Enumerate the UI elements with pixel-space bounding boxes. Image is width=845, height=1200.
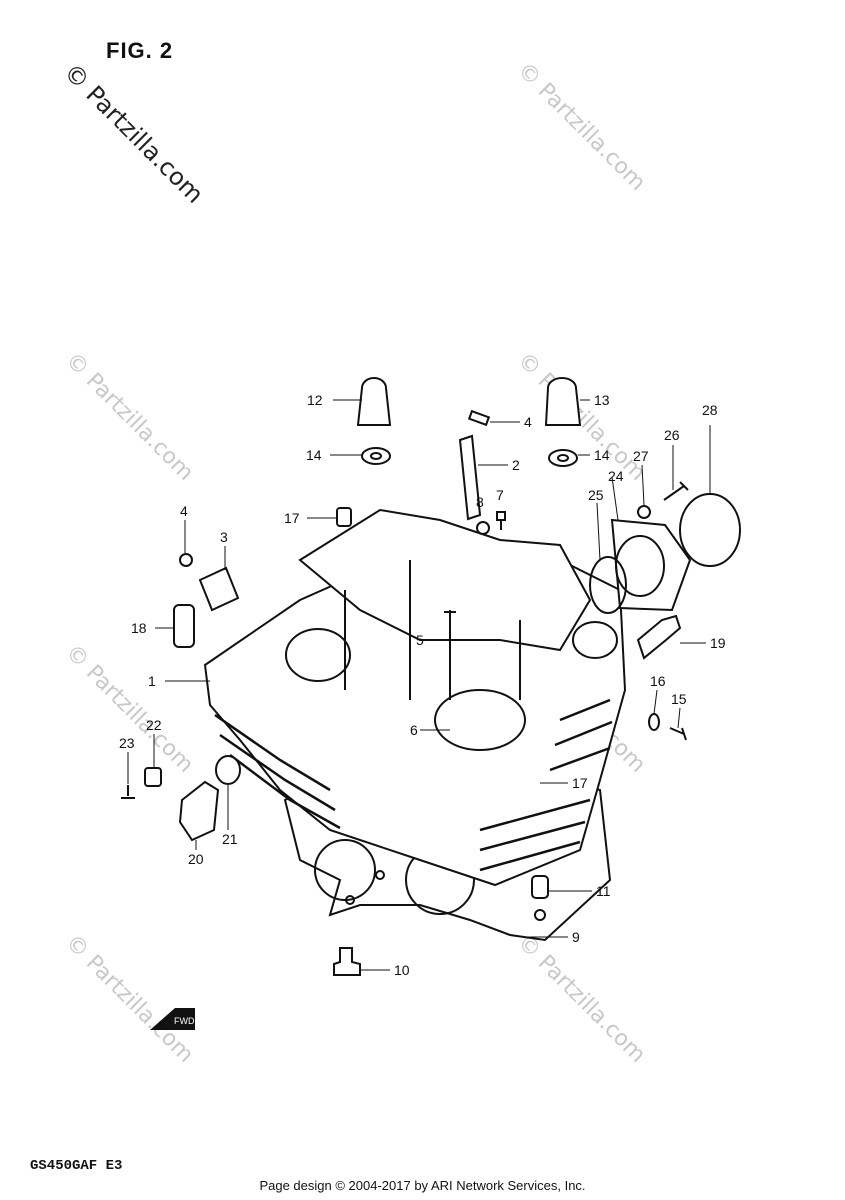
callout-16: 16 [650, 673, 666, 689]
figure-label: FIG. 2 [106, 38, 174, 63]
cooling-fin [479, 798, 591, 832]
callout-22: 22 [146, 717, 162, 733]
valve-guide-2 [458, 434, 482, 521]
o-ring-4 [179, 553, 193, 567]
spark-plug-19 [636, 614, 682, 660]
cap-22 [144, 767, 162, 787]
washer-14 [361, 447, 391, 465]
callout-1: 1 [148, 673, 156, 689]
callout-18: 18 [131, 620, 147, 636]
gasket-hole [375, 870, 385, 880]
washer-14 [548, 449, 578, 467]
head-bolt-passage [344, 560, 521, 700]
screw-23 [121, 785, 135, 799]
callout-12: 12 [307, 392, 323, 408]
callout-9: 9 [572, 929, 580, 945]
callout-14: 14 [594, 447, 610, 463]
callout-15: 15 [671, 691, 687, 707]
cam-housing [298, 508, 592, 652]
callout-21: 21 [222, 831, 238, 847]
gasket-hole [345, 895, 355, 905]
washer-hole [557, 454, 569, 462]
joint-18 [173, 604, 195, 648]
callout-8: 8 [476, 494, 484, 510]
callout-6: 6 [410, 722, 418, 738]
screw-26 [663, 481, 689, 501]
cap-nut-13 [544, 377, 582, 426]
clip-17 [336, 507, 352, 527]
callout-4: 4 [524, 414, 532, 430]
washer-hole [370, 452, 382, 460]
callout-4: 4 [180, 503, 188, 519]
washer-27 [637, 505, 651, 519]
bolt-15 [669, 727, 687, 741]
callout-25: 25 [588, 487, 604, 503]
intake-port [285, 628, 351, 682]
oil-plug-20 [178, 780, 220, 842]
callout-2: 2 [512, 457, 520, 473]
cam-journal [434, 689, 526, 751]
intake-pipe-24 [610, 518, 692, 612]
bolt-10 [333, 947, 361, 976]
callout-14: 14 [306, 447, 322, 463]
callout-24: 24 [608, 468, 624, 484]
cap-nut-12 [356, 377, 392, 426]
cooling-fin [554, 720, 613, 747]
cooling-fin [219, 733, 336, 812]
callout-11: 11 [596, 883, 611, 899]
gasket-hole [534, 909, 546, 921]
callout-17: 17 [284, 510, 300, 526]
fwd-arrow-icon [150, 1008, 195, 1030]
exhaust-port [572, 621, 618, 659]
gasket-21 [215, 755, 241, 785]
bolt-7 [496, 511, 506, 530]
cooling-fin [549, 746, 611, 772]
cooling-fin [559, 698, 611, 722]
leader-lines [127, 399, 711, 971]
intake-seal-25 [589, 556, 627, 614]
callout-5: 5 [416, 632, 424, 648]
callout-17: 17 [572, 775, 588, 791]
clamp-28 [679, 493, 741, 567]
callout-28: 28 [702, 402, 718, 418]
cooling-fin [479, 840, 581, 872]
callout-7: 7 [496, 487, 504, 503]
cooling-fin [229, 754, 341, 830]
callout-26: 26 [664, 427, 680, 443]
callout-23: 23 [119, 735, 135, 751]
cooling-fin [214, 713, 331, 792]
intake-pipe-bore [615, 535, 665, 597]
callout-19: 19 [710, 635, 726, 651]
callout-27: 27 [633, 448, 649, 464]
callout-13: 13 [594, 392, 610, 408]
dowel-pin-11 [531, 875, 549, 899]
footer-copyright: Page design © 2004-2017 by ARI Network S… [259, 1178, 586, 1193]
fwd-label: FWD [174, 1016, 195, 1026]
clip-4 [467, 409, 491, 427]
callout-20: 20 [188, 851, 204, 867]
cooling-fin [479, 820, 586, 852]
oil-pipe-3 [198, 566, 240, 612]
callout-10: 10 [394, 962, 410, 978]
model-code: GS450GAF E3 [30, 1158, 123, 1174]
washer-8 [476, 521, 490, 535]
washer-16 [648, 713, 660, 731]
callout-3: 3 [220, 529, 228, 545]
